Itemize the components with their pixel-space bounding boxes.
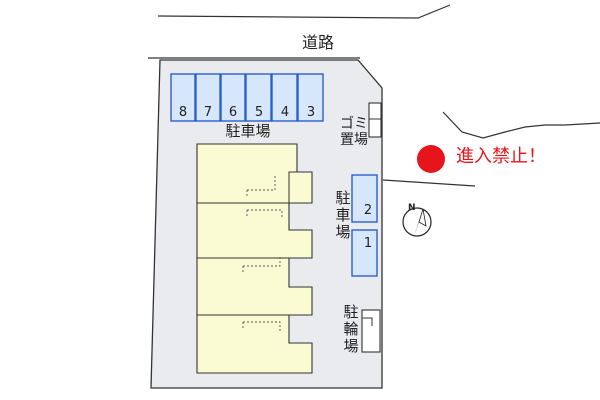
parking-space-8 — [170, 73, 196, 122]
garbage-station — [368, 102, 382, 138]
parking-space-4 — [271, 73, 298, 122]
space-number-3: 3 — [307, 105, 315, 120]
garbage-label-text: ゴミ置場 — [340, 116, 368, 148]
garbage-label: ゴミ置場 — [340, 116, 384, 148]
bicycle-parking — [361, 309, 381, 353]
space-number-5: 5 — [255, 105, 263, 120]
bike-parking-label: 駐輪場 — [343, 303, 359, 355]
no-entry-marker-icon — [417, 145, 445, 173]
no-entry-label: 進入禁止！ — [456, 146, 546, 167]
road-edge-top — [157, 4, 451, 19]
unit-1 — [196, 143, 313, 204]
parking-space-5 — [245, 73, 272, 122]
parking-space-7 — [195, 73, 221, 122]
parking-row-top: 8 7 6 5 4 3 — [170, 73, 324, 122]
parking-space-3 — [297, 73, 324, 122]
space-number-1: 1 — [364, 236, 372, 251]
compass-north-label: N — [408, 203, 416, 213]
apartment-building — [196, 143, 313, 374]
space-number-4: 4 — [281, 105, 289, 120]
space-number-8: 8 — [179, 105, 187, 120]
entry-line — [382, 179, 476, 187]
parking-space-1 — [351, 229, 378, 277]
neighbor-boundary — [442, 111, 600, 139]
parking-side-label: 駐車場 — [335, 189, 351, 241]
space-number-2: 2 — [364, 203, 372, 218]
north-compass-icon: N — [402, 203, 432, 237]
road-label: 道路 — [302, 33, 334, 52]
parking-space-2 — [351, 174, 378, 223]
parking-main-label: 駐車場 — [225, 122, 270, 140]
unit-4 — [196, 314, 313, 374]
parking-space-6 — [220, 73, 246, 122]
space-number-7: 7 — [204, 105, 212, 120]
space-number-6: 6 — [229, 105, 237, 120]
